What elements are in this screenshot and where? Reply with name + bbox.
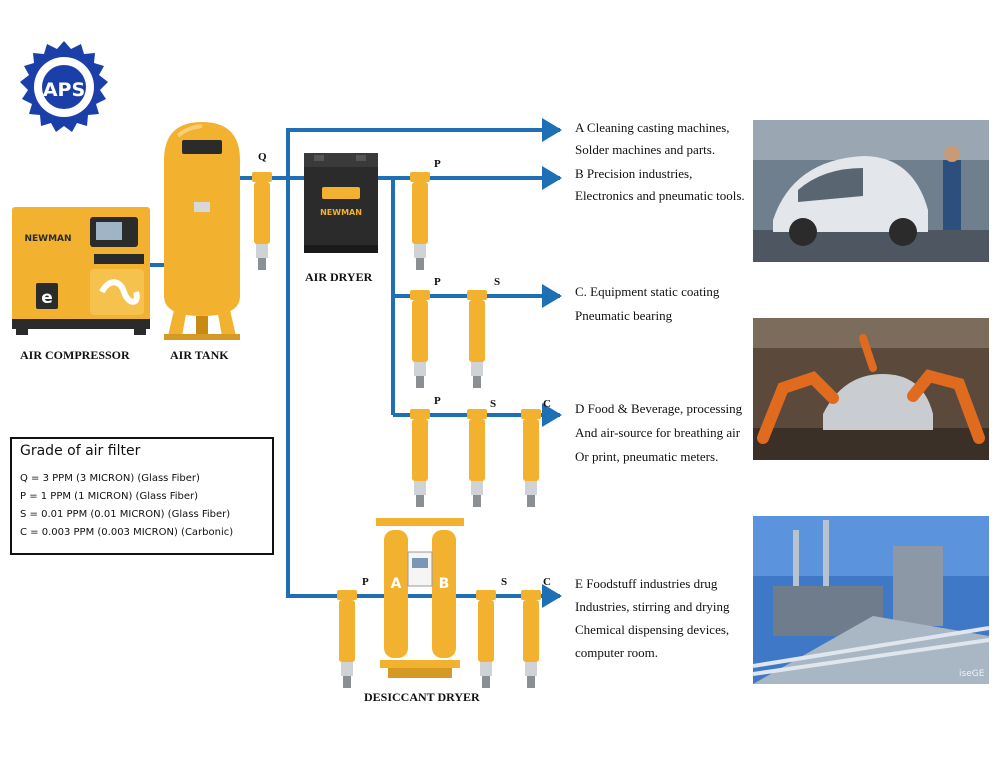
pipe-line-a — [286, 118, 562, 178]
grade-label-s-c: S — [494, 276, 501, 288]
air-dryer-label: AIR DRYER — [305, 270, 373, 284]
application-e-line-3: Chemical dispensing devices, — [575, 622, 730, 637]
compressor-brand: NEWMAN — [24, 234, 71, 244]
aps-logo: APS — [20, 41, 108, 132]
legend-item-q: Q = 3 PPM (3 MICRON) (Glass Fiber) — [20, 473, 200, 484]
filter-grade-legend: Grade of air filter Q = 3 PPM (3 MICRON)… — [10, 437, 274, 555]
application-e-line-2: Industries, stirring and drying — [575, 599, 730, 614]
filter-c-d — [521, 409, 541, 507]
application-e-line-4: computer room. — [575, 645, 659, 660]
grade-label-q: Q — [258, 151, 267, 163]
photo-robot-welding — [753, 318, 989, 460]
legend-item-p: P = 1 PPM (1 MICRON) (Glass Fiber) — [20, 491, 199, 502]
tower-b-label: B — [439, 576, 450, 592]
filter-p-e — [337, 590, 357, 688]
logo-text: APS — [43, 79, 85, 101]
filter-c-e — [521, 590, 541, 688]
desiccant-dryer: A B — [376, 518, 464, 678]
air-tank-label: AIR TANK — [170, 348, 229, 362]
dryer-brand: NEWMAN — [320, 208, 362, 217]
legend-item-s: S = 0.01 PPM (0.01 MICRON) (Glass Fiber) — [20, 509, 231, 520]
application-d-line-1: D Food & Beverage, processing — [575, 401, 743, 416]
photo-car-assembly — [753, 120, 989, 262]
grade-label-p-d: P — [434, 395, 441, 407]
filter-p-c — [410, 290, 430, 388]
application-d-line-3: Or print, pneumatic meters. — [575, 449, 719, 464]
application-c-line-2: Pneumatic bearing — [575, 308, 673, 323]
air-tank — [164, 122, 240, 340]
application-d: D Food & Beverage, processing And air-so… — [575, 397, 742, 469]
air-compressor-label: AIR COMPRESSOR — [20, 348, 130, 362]
filter-q — [252, 172, 272, 270]
application-c-line-1: C. Equipment static coating — [575, 284, 720, 299]
grade-label-p-c: P — [434, 276, 441, 288]
application-b-line-1: B Precision industries, — [575, 166, 693, 181]
grade-label-c-e: C — [543, 576, 551, 588]
grade-label-c-d: C — [543, 398, 551, 410]
grade-label-s-e: S — [501, 576, 508, 588]
application-c: C. Equipment static coating Pneumatic be… — [575, 280, 719, 328]
filter-p-b — [410, 172, 430, 270]
grade-label-p-e: P — [362, 576, 369, 588]
application-e-line-1: E Foodstuff industries drug — [575, 576, 718, 591]
application-b-line-2: Electronics and pneumatic tools. — [575, 188, 745, 203]
filter-p-d — [410, 409, 430, 507]
air-compressor: e NEWMAN — [12, 207, 150, 335]
filter-s-d — [467, 409, 487, 507]
filter-s-c — [467, 290, 487, 388]
pipe-line-e — [286, 178, 562, 608]
grade-label-p-b: P — [434, 158, 441, 170]
legend-title: Grade of air filter — [20, 443, 141, 459]
air-dryer: NEWMAN — [304, 153, 378, 253]
grade-label-s-d: S — [490, 398, 497, 410]
application-a-line-1: A Cleaning casting machines, — [575, 120, 730, 135]
legend-item-c: C = 0.003 PPM (0.003 MICRON) (Carbonic) — [20, 527, 234, 538]
application-a: A Cleaning casting machines, Solder mach… — [575, 117, 730, 161]
desiccant-dryer-label: DESICCANT DRYER — [364, 690, 480, 704]
application-d-line-2: And air-source for breathing air — [575, 425, 741, 440]
application-b: B Precision industries, Electronics and … — [575, 163, 745, 207]
tower-a-label: A — [391, 576, 402, 592]
photo-watermark: iseGE — [959, 669, 985, 679]
filter-s-e — [476, 590, 496, 688]
photo-refinery: iseGE — [753, 516, 989, 684]
compressor-mark: e — [41, 288, 53, 308]
application-e: E Foodstuff industries drug Industries, … — [575, 572, 730, 664]
application-a-line-2: Solder machines and parts. — [575, 142, 716, 157]
